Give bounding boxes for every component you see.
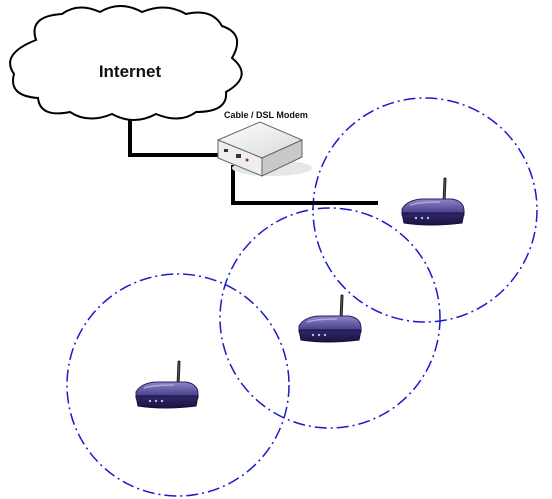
coverage-ring-bottom-left — [66, 273, 290, 497]
modem-label: Cable / DSL Modem — [224, 110, 308, 120]
cables — [128, 115, 378, 205]
wireless-router-icon — [297, 294, 363, 344]
internet-cloud: Internet — [9, 5, 243, 121]
wireless-router-icon — [134, 360, 200, 410]
coverage-ring-top-right — [312, 97, 538, 323]
coverage-ring-middle — [219, 207, 441, 429]
internet-label: Internet — [99, 62, 162, 81]
cloud-icon — [9, 5, 243, 121]
cable-modem-to-router — [231, 165, 378, 205]
router-top-right — [400, 177, 466, 227]
modem-icon — [216, 121, 312, 177]
cable-internet-to-modem — [128, 115, 219, 157]
wireless-router-icon — [400, 177, 466, 227]
coverage-rings — [66, 97, 538, 497]
router-middle — [297, 294, 363, 344]
router-bottom-left — [134, 360, 200, 410]
modem: Cable / DSL Modem — [216, 110, 312, 177]
